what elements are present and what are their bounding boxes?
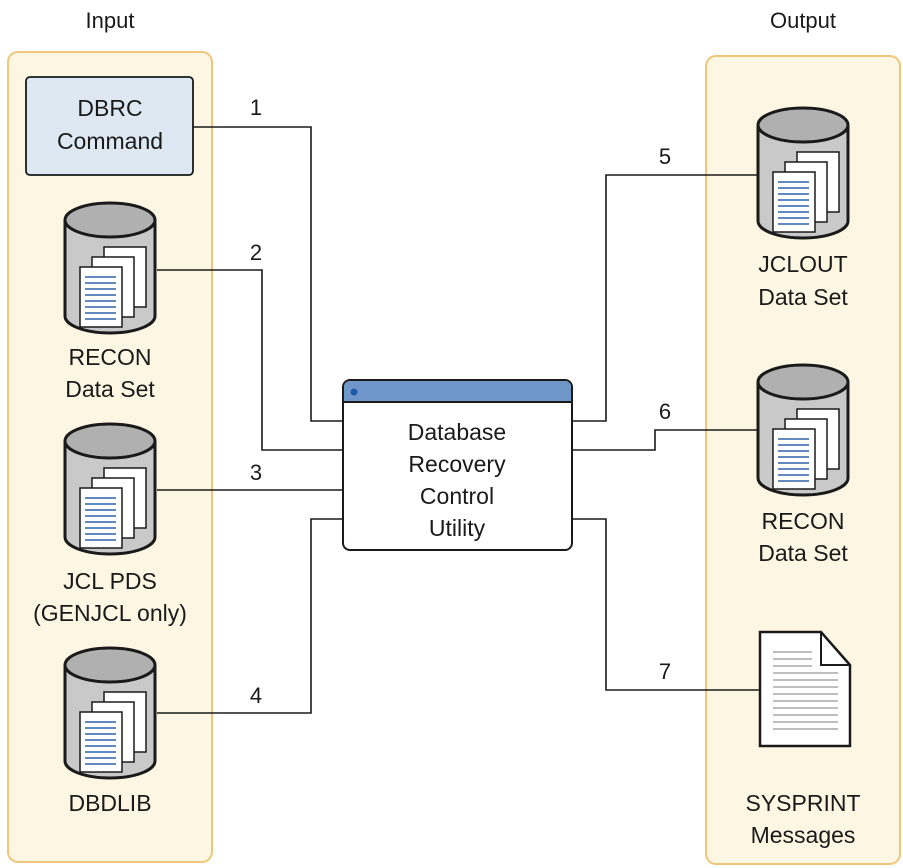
connector-label-2: 2 [250, 240, 262, 265]
recon-input-database-icon [63, 201, 157, 335]
connector-label-7: 7 [659, 659, 671, 684]
output-header: Output [770, 8, 836, 33]
sysprint-label-1: SYSPRINT [745, 790, 860, 816]
dbdlib-database-icon [63, 646, 157, 780]
sysprint-label-2: Messages [751, 822, 856, 848]
connector-label-4: 4 [250, 683, 262, 708]
utility-line-4: Utility [429, 515, 486, 541]
connector-label-5: 5 [659, 144, 671, 169]
connector-label-6: 6 [659, 399, 671, 424]
recon-output-label-2: Data Set [758, 540, 848, 566]
connector-label-1: 1 [250, 95, 262, 120]
jcl-pds-database-icon [63, 422, 157, 556]
jcl-pds-label-1: JCL PDS [63, 568, 157, 594]
utility-line-3: Control [420, 483, 494, 509]
dbrc-command-box: DBRC Command [25, 76, 194, 176]
recon-input-label-2: Data Set [65, 376, 155, 402]
recon-output-label-1: RECON [761, 508, 844, 534]
connector-4 [157, 518, 343, 714]
jclout-label-2: Data Set [758, 284, 848, 310]
jclout-label-1: JCLOUT [758, 251, 847, 277]
connector-lines [157, 126, 760, 714]
connector-2 [157, 269, 343, 451]
recon-input-label-1: RECON [68, 344, 151, 370]
recon-output-database-icon [756, 363, 850, 497]
input-header: Input [86, 8, 135, 33]
dbrc-command-line-1: DBRC [77, 95, 142, 121]
jcl-pds-label-2: (GENJCL only) [33, 600, 187, 626]
connector-7 [572, 518, 760, 691]
connector-1 [193, 126, 343, 422]
window-icon [350, 388, 358, 396]
jclout-database-icon [756, 106, 850, 240]
sysprint-document-icon [758, 630, 852, 748]
connector-5 [572, 174, 760, 422]
dbdlib-label: DBDLIB [68, 790, 151, 816]
utility-line-1: Database [408, 419, 506, 445]
connector-6 [572, 429, 760, 451]
utility-line-2: Recovery [408, 451, 506, 477]
dbrc-command-line-2: Command [57, 128, 163, 154]
connector-label-3: 3 [250, 460, 262, 485]
utility-window: Database Recovery Control Utility [342, 379, 573, 551]
